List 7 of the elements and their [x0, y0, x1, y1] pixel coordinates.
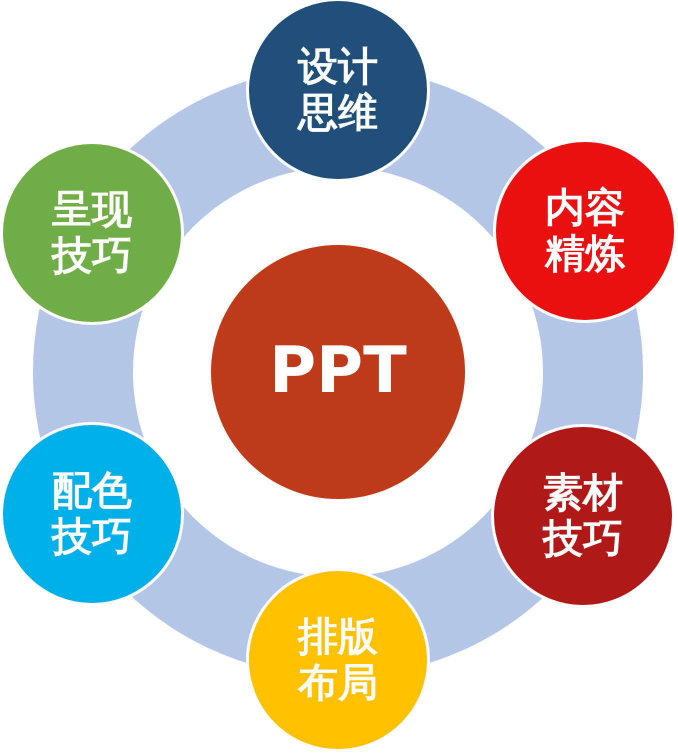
node-label: 排版布局: [298, 614, 378, 706]
node-label: PPT: [269, 335, 407, 409]
node-label: 呈现技巧: [52, 187, 132, 279]
node-label: 配色技巧: [52, 468, 132, 560]
node-label: 设计思维: [298, 44, 378, 136]
node-label: 内容精炼: [545, 185, 625, 277]
node-label: 素材技巧: [543, 470, 623, 562]
